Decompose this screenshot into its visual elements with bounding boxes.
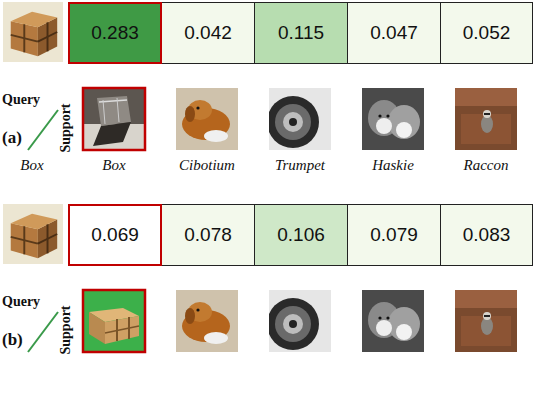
class-name: Cibotium bbox=[179, 157, 235, 174]
score-value: 0.042 bbox=[184, 22, 232, 44]
score-cell: 0.069 bbox=[68, 204, 162, 266]
score-value: 0.083 bbox=[463, 224, 511, 246]
score-cell: 0.083 bbox=[440, 204, 533, 266]
axis-label: Query bbox=[2, 294, 40, 310]
score-value: 0.069 bbox=[91, 224, 139, 246]
score-cell: 0.078 bbox=[161, 204, 255, 266]
score-value: 0.052 bbox=[463, 22, 511, 44]
score-value: 0.283 bbox=[91, 22, 139, 44]
panel-label: (a) bbox=[2, 128, 22, 148]
score-value: 0.115 bbox=[278, 22, 324, 44]
class-name: Box bbox=[102, 157, 125, 174]
score-cell: 0.052 bbox=[440, 2, 533, 64]
class-name: Trumpet bbox=[275, 157, 325, 174]
axis-label: Support bbox=[58, 305, 74, 354]
class-name: Raccon bbox=[464, 157, 509, 174]
score-cell: 0.115 bbox=[254, 2, 348, 64]
score-cell: 0.042 bbox=[161, 2, 255, 64]
score-cell: 0.283 bbox=[68, 2, 162, 64]
score-value: 0.106 bbox=[277, 224, 325, 246]
panel-label: (b) bbox=[2, 330, 23, 350]
class-name: Haskie bbox=[372, 157, 414, 174]
axis-label: Query bbox=[2, 92, 40, 108]
score-value: 0.078 bbox=[184, 224, 232, 246]
score-cell: 0.047 bbox=[347, 2, 441, 64]
axis-label: Support bbox=[58, 103, 74, 152]
class-name: Box bbox=[20, 157, 43, 174]
score-cell: 0.106 bbox=[254, 204, 348, 266]
score-cell: 0.079 bbox=[347, 204, 441, 266]
score-value: 0.079 bbox=[370, 224, 418, 246]
score-value: 0.047 bbox=[370, 22, 418, 44]
